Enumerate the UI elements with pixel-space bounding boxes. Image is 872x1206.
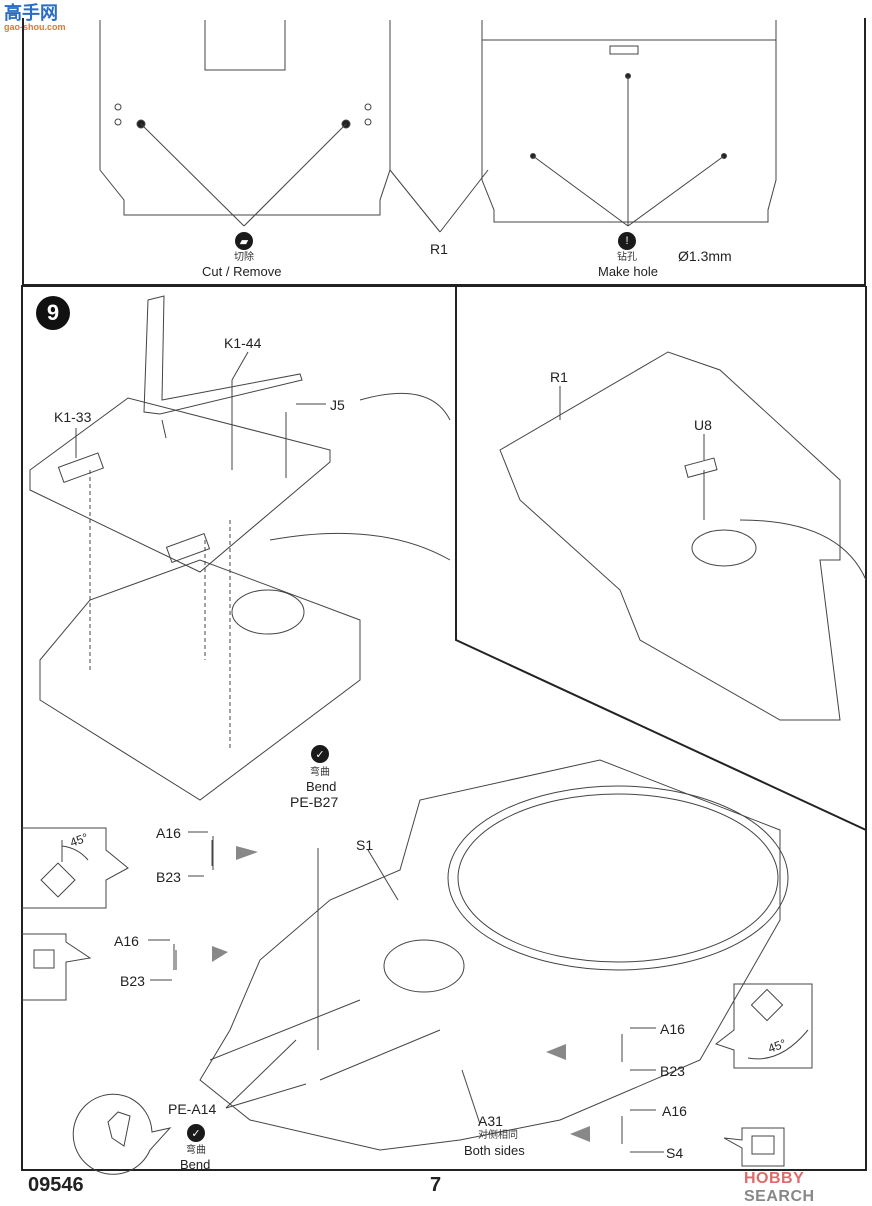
hull-plate-right [481, 20, 777, 223]
part-label-j5: J5 [330, 397, 345, 413]
part-label-a16: A16 [662, 1103, 687, 1119]
part-label-k1-33: K1-33 [54, 409, 92, 425]
watermark-prefix: HOBBY [744, 1170, 804, 1187]
direction-arrow [546, 1044, 566, 1060]
direction-arrow [212, 946, 228, 962]
part-label-a16: A16 [114, 933, 139, 949]
hole-label-cn: 钻孔 [617, 252, 637, 263]
page-number: 7 [430, 1174, 442, 1196]
part-label-s1: S1 [356, 837, 374, 853]
bend-label-cn: 弯曲 [310, 767, 330, 778]
part-label-b23: B23 [156, 869, 181, 885]
step-number: 9 [36, 296, 70, 330]
bend-icon: ✓ [311, 745, 329, 763]
bend-icon: ✓ [187, 1124, 205, 1142]
part-label-a16: A16 [660, 1021, 685, 1037]
part-label-a16: A16 [156, 825, 181, 841]
site-logo: 高手网 gao-shou.com [4, 4, 68, 34]
logo-text-top: 高手网 [4, 3, 58, 23]
hole-label-en: Make hole [598, 264, 658, 279]
u8-part [684, 457, 718, 479]
a31-label-en: Both sides [464, 1143, 525, 1158]
part-label-s4: S4 [666, 1145, 684, 1161]
cut-icon: ▰ [235, 232, 253, 250]
part-label-a31: A31 [478, 1113, 503, 1129]
part-label-k1-44: K1-44 [224, 335, 262, 351]
bend-label-cn: 弯曲 [186, 1145, 206, 1156]
callout-top-view-left [22, 933, 92, 1001]
hull-plate-left [99, 20, 391, 216]
r1-plate [499, 351, 841, 721]
part-label-pe-b27: PE-B27 [290, 794, 339, 810]
bend-label-en: Bend [306, 779, 337, 794]
logo-text-bottom: gao-shou.com [4, 22, 66, 32]
a31-label-cn: 对侧相同 [478, 1130, 518, 1141]
cut-label-cn: 切除 [234, 252, 254, 263]
watermark: HOBBY SEARCH [744, 1170, 872, 1206]
callout-pe-a14 [72, 1093, 172, 1175]
direction-arrow [236, 846, 258, 860]
cut-label-en: Cut / Remove [202, 264, 282, 279]
hull-main-assembly [199, 759, 781, 1151]
k1-33-part [29, 397, 331, 573]
k1-44-part [143, 295, 303, 415]
part-label-b23: B23 [120, 973, 145, 989]
part-label-r1-top: R1 [430, 241, 448, 257]
direction-arrow [570, 1126, 590, 1142]
bend-label-en: Bend [180, 1157, 211, 1172]
part-label-u8: U8 [694, 417, 712, 433]
part-label-b23: B23 [660, 1063, 685, 1079]
part-label-pe-a14: PE-A14 [168, 1101, 217, 1117]
callout-45-left [22, 827, 129, 909]
product-code: 09546 [28, 1174, 84, 1196]
hole-diameter: Ø1.3mm [678, 248, 732, 264]
callout-top-view-right [723, 1127, 785, 1167]
drill-icon: ! [618, 232, 636, 250]
hull-plate-lower [39, 559, 361, 801]
watermark-suffix: SEARCH [744, 1188, 815, 1205]
step9-frame [21, 285, 867, 1171]
callout-45-right [714, 983, 813, 1069]
part-label-r1: R1 [550, 369, 568, 385]
